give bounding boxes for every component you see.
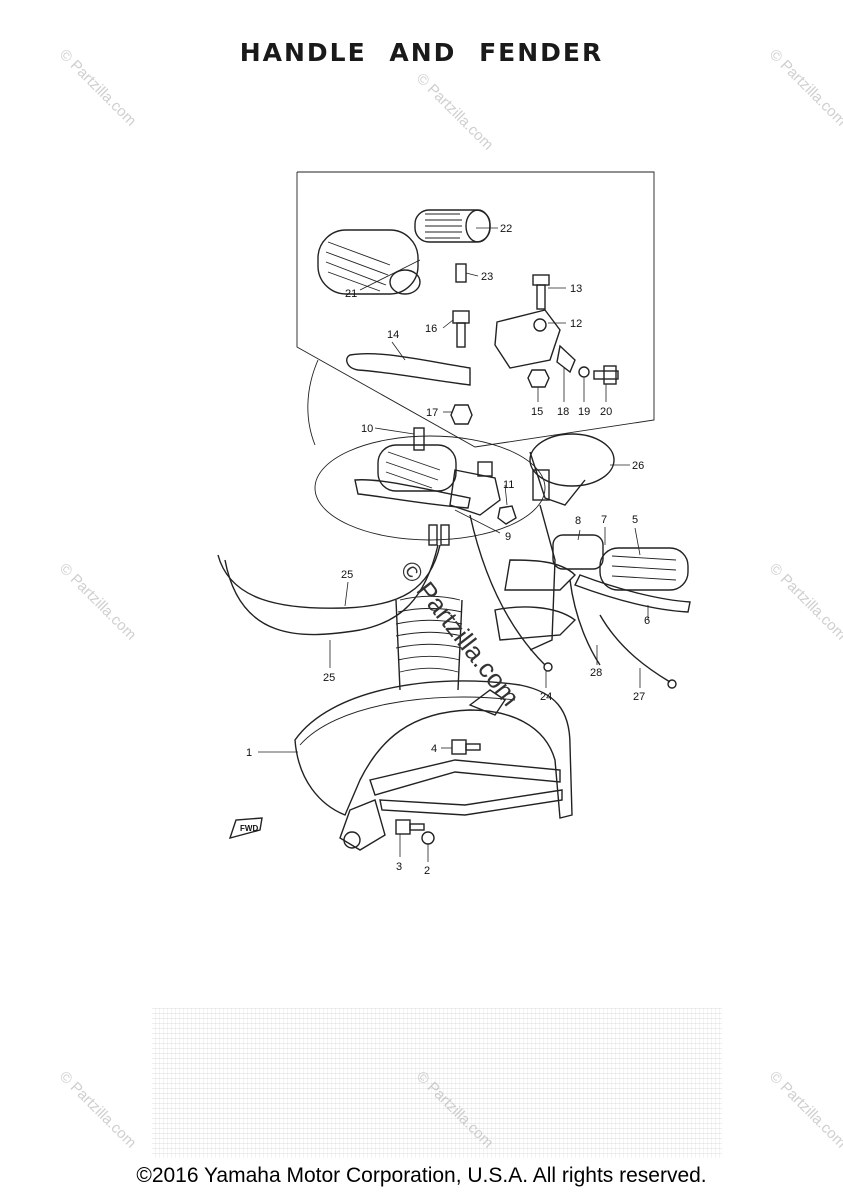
callout-11: 11	[503, 479, 514, 491]
callout-25-upper: 25	[341, 569, 353, 581]
washer-2-drawing	[421, 831, 435, 845]
callout-14: 14	[387, 329, 399, 341]
lever-14-drawing	[346, 352, 471, 386]
callout-4: 4	[431, 743, 437, 755]
callout-7: 7	[601, 514, 607, 526]
left-handle-assembly-drawing	[354, 427, 517, 525]
bracket-18-drawing	[556, 344, 576, 374]
callout-1: 1	[246, 747, 252, 759]
bolt-4-drawing	[451, 739, 481, 755]
pivot-bolt-16-drawing	[452, 310, 470, 348]
leader-lines	[258, 227, 649, 862]
fwd-label: FWD	[240, 824, 258, 833]
callout-25-lower: 25	[323, 672, 335, 684]
callout-13: 13	[570, 283, 582, 295]
callout-15: 15	[531, 406, 543, 418]
cables-drawing	[217, 359, 677, 689]
callout-5: 5	[632, 514, 638, 526]
callout-20: 20	[600, 406, 612, 418]
callout-26: 27	[633, 691, 645, 703]
callout-3: 3	[396, 861, 402, 873]
page-title: HANDLE AND FENDER	[239, 38, 604, 67]
steering-column-drawing	[494, 504, 577, 651]
callout-2: 2	[424, 865, 430, 877]
callout-21: 21	[345, 288, 357, 300]
callout-17: 17	[426, 407, 438, 419]
callout-16: 16	[425, 323, 437, 335]
callout-22: 22	[500, 223, 512, 235]
faded-text-block	[152, 1008, 722, 1158]
nut-17-drawing	[450, 404, 473, 425]
callout-28: 28	[590, 667, 602, 679]
meter-cup-27-drawing	[529, 433, 615, 506]
callout-10: 10	[361, 423, 373, 435]
callout-12: 12	[570, 318, 582, 330]
bolt-13-drawing	[532, 274, 550, 310]
bolt-20-drawing	[593, 365, 619, 385]
fork-bottom-drawing	[339, 799, 386, 851]
screw-23-drawing	[455, 263, 467, 283]
front-fender-1-drawing	[294, 680, 573, 819]
callout-23: 23	[481, 271, 493, 283]
right-grip-assembly-drawing	[552, 534, 691, 613]
callout-labels: 22 23 21 13 12 16 14 17 15 18 19 20 10 2…	[246, 223, 650, 877]
bolt-3-drawing	[395, 819, 425, 835]
callout-9: 9	[505, 531, 511, 543]
callout-19: 19	[578, 406, 590, 418]
callout-6: 6	[644, 615, 650, 627]
grip-21-drawing	[317, 229, 421, 295]
detail-oval	[314, 435, 546, 541]
callout-27: 26	[632, 460, 644, 472]
callout-24: 24	[540, 691, 552, 703]
washer-19-drawing	[578, 366, 590, 378]
callout-18: 18	[557, 406, 569, 418]
lever-holder-12-drawing	[494, 309, 561, 369]
callout-8: 8	[575, 515, 581, 527]
grip-22-drawing	[414, 209, 491, 243]
nut-15-drawing	[527, 369, 550, 388]
fwd-arrow-icon: FWD	[228, 817, 263, 840]
copyright-notice: ©2016 Yamaha Motor Corporation, U.S.A. A…	[136, 1164, 707, 1187]
detail-inset-frame	[296, 171, 655, 448]
